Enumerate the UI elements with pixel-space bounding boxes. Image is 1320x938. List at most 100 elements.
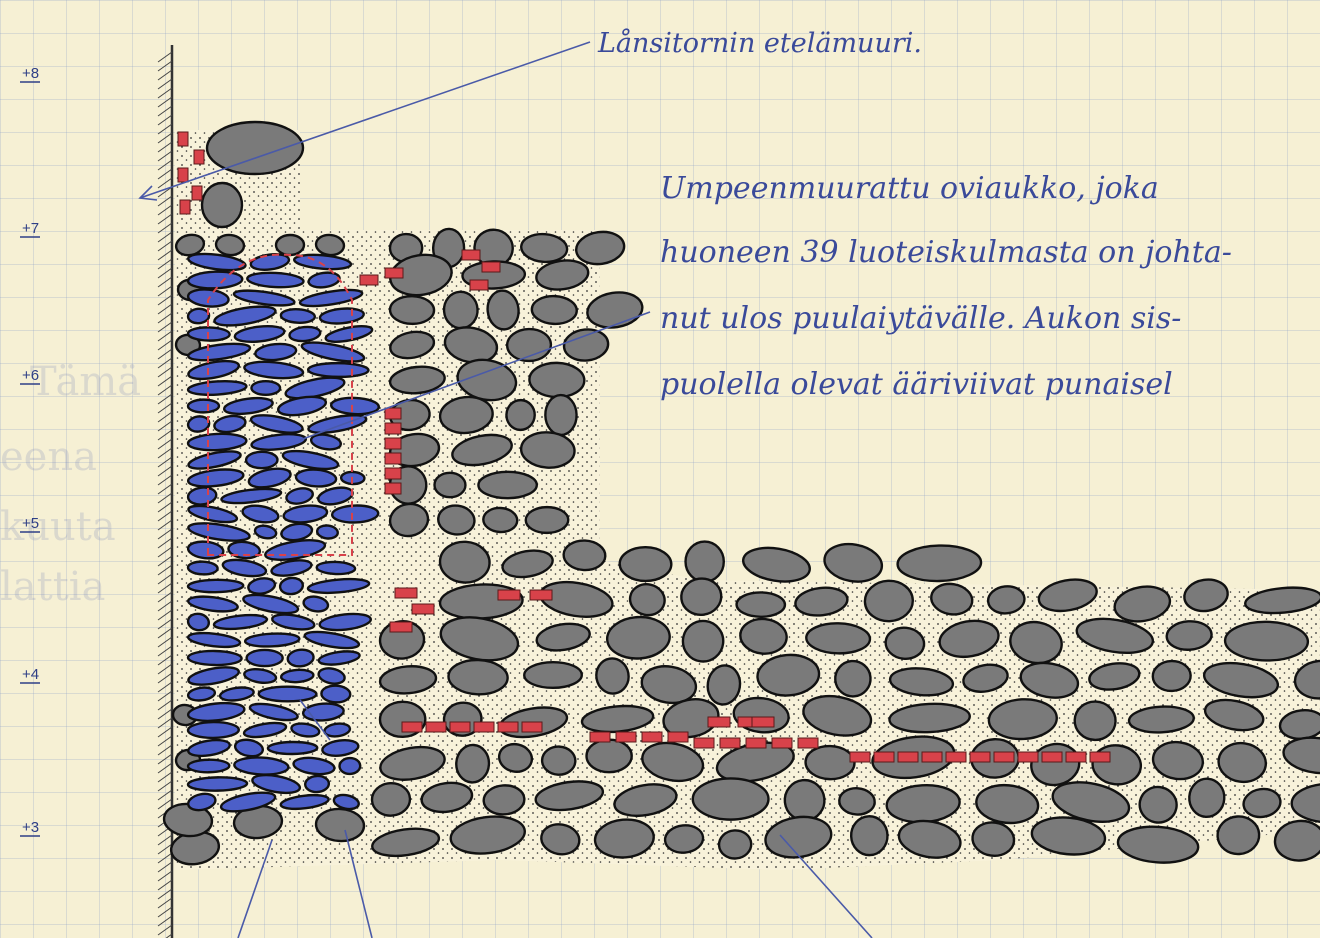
- masonry-stone: [575, 230, 626, 266]
- brick: [177, 167, 189, 183]
- masonry-stone: [595, 657, 630, 695]
- brick: [693, 737, 715, 749]
- masonry-stone: [834, 659, 872, 698]
- masonry-stone: [388, 502, 430, 538]
- masonry-stone: [896, 544, 983, 583]
- masonry-stone: [562, 328, 610, 362]
- blue-stone: [254, 342, 298, 362]
- brick: [771, 737, 793, 749]
- masonry-stone: [680, 577, 723, 617]
- masonry-stone: [938, 619, 1000, 659]
- masonry-stone: [585, 738, 633, 774]
- blue-stone: [279, 668, 315, 684]
- brick: [384, 267, 404, 279]
- blue-stone: [292, 756, 336, 776]
- blue-stone: [186, 595, 239, 613]
- masonry-stone: [618, 545, 673, 583]
- brick: [667, 731, 689, 743]
- masonry-stone: [442, 290, 479, 330]
- masonry-stone: [1242, 787, 1282, 819]
- blue-stone: [187, 504, 239, 524]
- brick: [359, 274, 379, 286]
- masonry-stone: [482, 784, 526, 816]
- masonry-stone: [1290, 782, 1320, 824]
- masonry-stone: [681, 619, 725, 663]
- masonry-stone: [605, 615, 671, 660]
- masonry-stone: [449, 815, 526, 855]
- wall-section: [157, 45, 174, 938]
- masonry-stone: [1019, 661, 1080, 699]
- masonry-stone: [986, 585, 1026, 615]
- masonry-stone: [863, 579, 914, 623]
- brick: [745, 737, 767, 749]
- brick: [384, 482, 402, 495]
- masonry-stone: [1151, 740, 1205, 781]
- brick: [497, 589, 521, 601]
- note-line-4: puolella olevat ääriviivat punaisel: [660, 367, 1173, 402]
- masonry-stone: [1073, 700, 1117, 742]
- blue-stone: [300, 341, 366, 363]
- masonry-stone: [1030, 816, 1107, 856]
- blue-stone: [186, 631, 242, 649]
- blue-stone: [233, 738, 265, 758]
- masonry-stone: [388, 294, 436, 326]
- masonry-stone: [1037, 578, 1098, 613]
- blue-stone: [338, 756, 362, 776]
- masonry-stone: [438, 540, 491, 584]
- scale-label-6: +6: [22, 367, 39, 384]
- brick: [177, 131, 189, 147]
- masonry-stone: [379, 745, 446, 781]
- masonry-stone: [662, 698, 720, 739]
- masonry-stone: [544, 393, 578, 437]
- blue-stone: [186, 380, 248, 396]
- blue-stone: [219, 791, 277, 813]
- blue-stone: [186, 578, 245, 594]
- blue-stone: [301, 702, 345, 722]
- blue-stone: [298, 288, 364, 308]
- brick: [707, 716, 731, 728]
- brick: [1041, 751, 1063, 763]
- masonry-stone: [823, 542, 884, 583]
- blue-stone: [220, 487, 283, 505]
- tower-stone: [205, 120, 305, 176]
- note-line-1: Umpeenmuurattu oviaukko, joka: [660, 171, 1159, 206]
- brick: [401, 721, 423, 733]
- blue-stone: [247, 577, 277, 595]
- masonry-stone: [370, 781, 412, 817]
- blue-stone: [332, 793, 360, 811]
- blue-stone: [242, 593, 300, 615]
- blue-stone: [186, 486, 218, 506]
- brick: [1089, 751, 1111, 763]
- brick: [897, 751, 919, 763]
- masonry-stone: [455, 743, 491, 784]
- masonry-stone: [1217, 741, 1268, 784]
- masonry-stone: [389, 253, 453, 297]
- blue-stone: [279, 793, 330, 811]
- masonry-stone: [1203, 698, 1265, 732]
- brick: [615, 731, 637, 743]
- blue-stone: [186, 612, 211, 632]
- blue-stone: [186, 776, 249, 792]
- blue-stone: [213, 414, 247, 434]
- blue-stone: [294, 468, 338, 488]
- masonry-stone: [497, 742, 534, 773]
- masonry-stone: [524, 505, 570, 535]
- brick: [993, 751, 1015, 763]
- masonry-stone: [520, 232, 569, 264]
- masonry-stone: [586, 291, 644, 329]
- blue-stone: [286, 648, 315, 668]
- brick: [425, 721, 447, 733]
- masonry-stone: [764, 815, 833, 859]
- masonry-stone: [1138, 785, 1178, 824]
- brick: [384, 407, 402, 420]
- masonry-stone: [486, 289, 520, 331]
- blue-stone: [218, 686, 255, 702]
- blue-stone: [241, 504, 280, 524]
- masonry-stone: [717, 829, 753, 860]
- brick: [193, 149, 205, 165]
- blue-stone: [244, 450, 279, 470]
- masonry-stone: [1216, 815, 1261, 856]
- masonry-stone: [447, 658, 509, 696]
- blue-stone: [187, 252, 247, 272]
- blue-stone: [279, 308, 317, 324]
